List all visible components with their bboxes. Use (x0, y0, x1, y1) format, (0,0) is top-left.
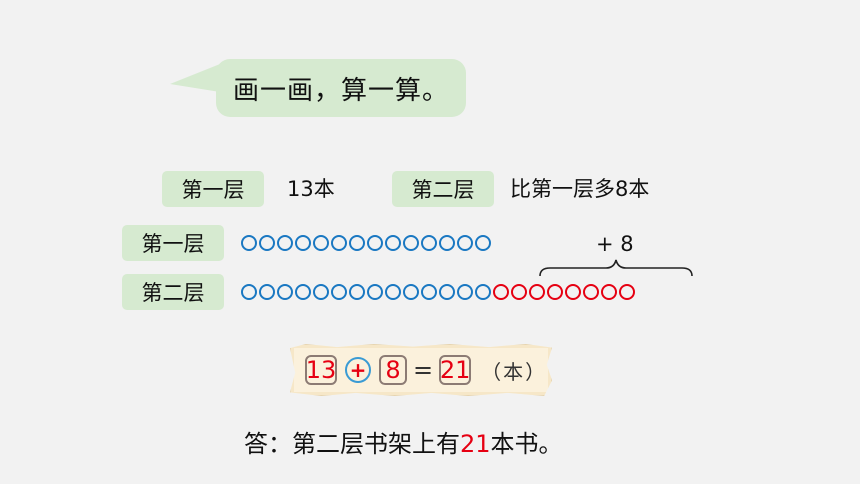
row2-tag: 第二层 (122, 274, 224, 310)
blue-circle (367, 235, 383, 251)
layer1-tag: 第一层 (162, 171, 264, 207)
operator-circle: + (345, 357, 371, 383)
speech-bubble-tail (170, 64, 220, 92)
row1-tag-label: 第一层 (141, 232, 205, 256)
equals-sign: = (413, 356, 434, 384)
answer-suffix: 本书。 (490, 430, 563, 458)
blue-circle (475, 284, 491, 300)
blue-circle (295, 235, 311, 251)
blue-circle (367, 284, 383, 300)
blue-circle (385, 284, 401, 300)
blue-circle (313, 235, 329, 251)
blue-circle (475, 235, 491, 251)
red-circle (547, 284, 563, 300)
blue-circle (457, 284, 473, 300)
blue-circle (349, 235, 365, 251)
blue-circle (241, 284, 257, 300)
red-circle (619, 284, 635, 300)
layer1-value: 13本 (287, 177, 335, 201)
blue-circle (277, 284, 293, 300)
answer-prefix: 答：第二层书架上有 (244, 430, 460, 458)
speech-bubble: 画一画，算一算。 (216, 59, 466, 117)
instruction-text: 画一画，算一算。 (232, 75, 449, 106)
answer-sentence: 答：第二层书架上有21本书。 (244, 428, 563, 460)
layer2-value: 比第一层多8本 (510, 177, 650, 201)
blue-circle (313, 284, 329, 300)
blue-circle (439, 235, 455, 251)
addend-b: 8 (385, 356, 401, 384)
blue-circle (403, 284, 419, 300)
blue-circle (259, 235, 275, 251)
blue-circle (349, 284, 365, 300)
blue-circle (331, 284, 347, 300)
answer-number: 21 (460, 430, 491, 458)
layer1-tag-label: 第一层 (181, 178, 245, 202)
layer2-tag: 第二层 (392, 171, 494, 207)
blue-circle (277, 235, 293, 251)
red-circle (529, 284, 545, 300)
result-box: 21 (439, 355, 472, 385)
addend-box-a: 13 (305, 355, 337, 385)
blue-circle (403, 235, 419, 251)
red-circle (493, 284, 509, 300)
blue-circle (421, 284, 437, 300)
blue-circle (457, 235, 473, 251)
red-circle (565, 284, 581, 300)
unit-label: （本） (481, 359, 548, 384)
blue-circle (259, 284, 275, 300)
addend-box-b: 8 (379, 355, 407, 385)
blue-circle (331, 235, 347, 251)
row2-circles (241, 284, 637, 300)
result-value: 21 (439, 356, 471, 384)
blue-circle (421, 235, 437, 251)
layer2-tag-label: 第二层 (411, 178, 475, 202)
row2-tag-label: 第二层 (141, 281, 205, 305)
plus-eight-label: + 8 (596, 232, 634, 256)
addend-a: 13 (305, 356, 337, 384)
operator-plus: + (349, 358, 367, 382)
brace-icon (539, 259, 693, 277)
red-circle (511, 284, 527, 300)
row1-tag: 第一层 (122, 225, 224, 261)
red-circle (601, 284, 617, 300)
blue-circle (241, 235, 257, 251)
red-circle (583, 284, 599, 300)
blue-circle (385, 235, 401, 251)
row1-circles (241, 235, 493, 251)
equation-paper: 13 + 8 = 21 （本） (290, 344, 552, 396)
blue-circle (439, 284, 455, 300)
blue-circle (295, 284, 311, 300)
